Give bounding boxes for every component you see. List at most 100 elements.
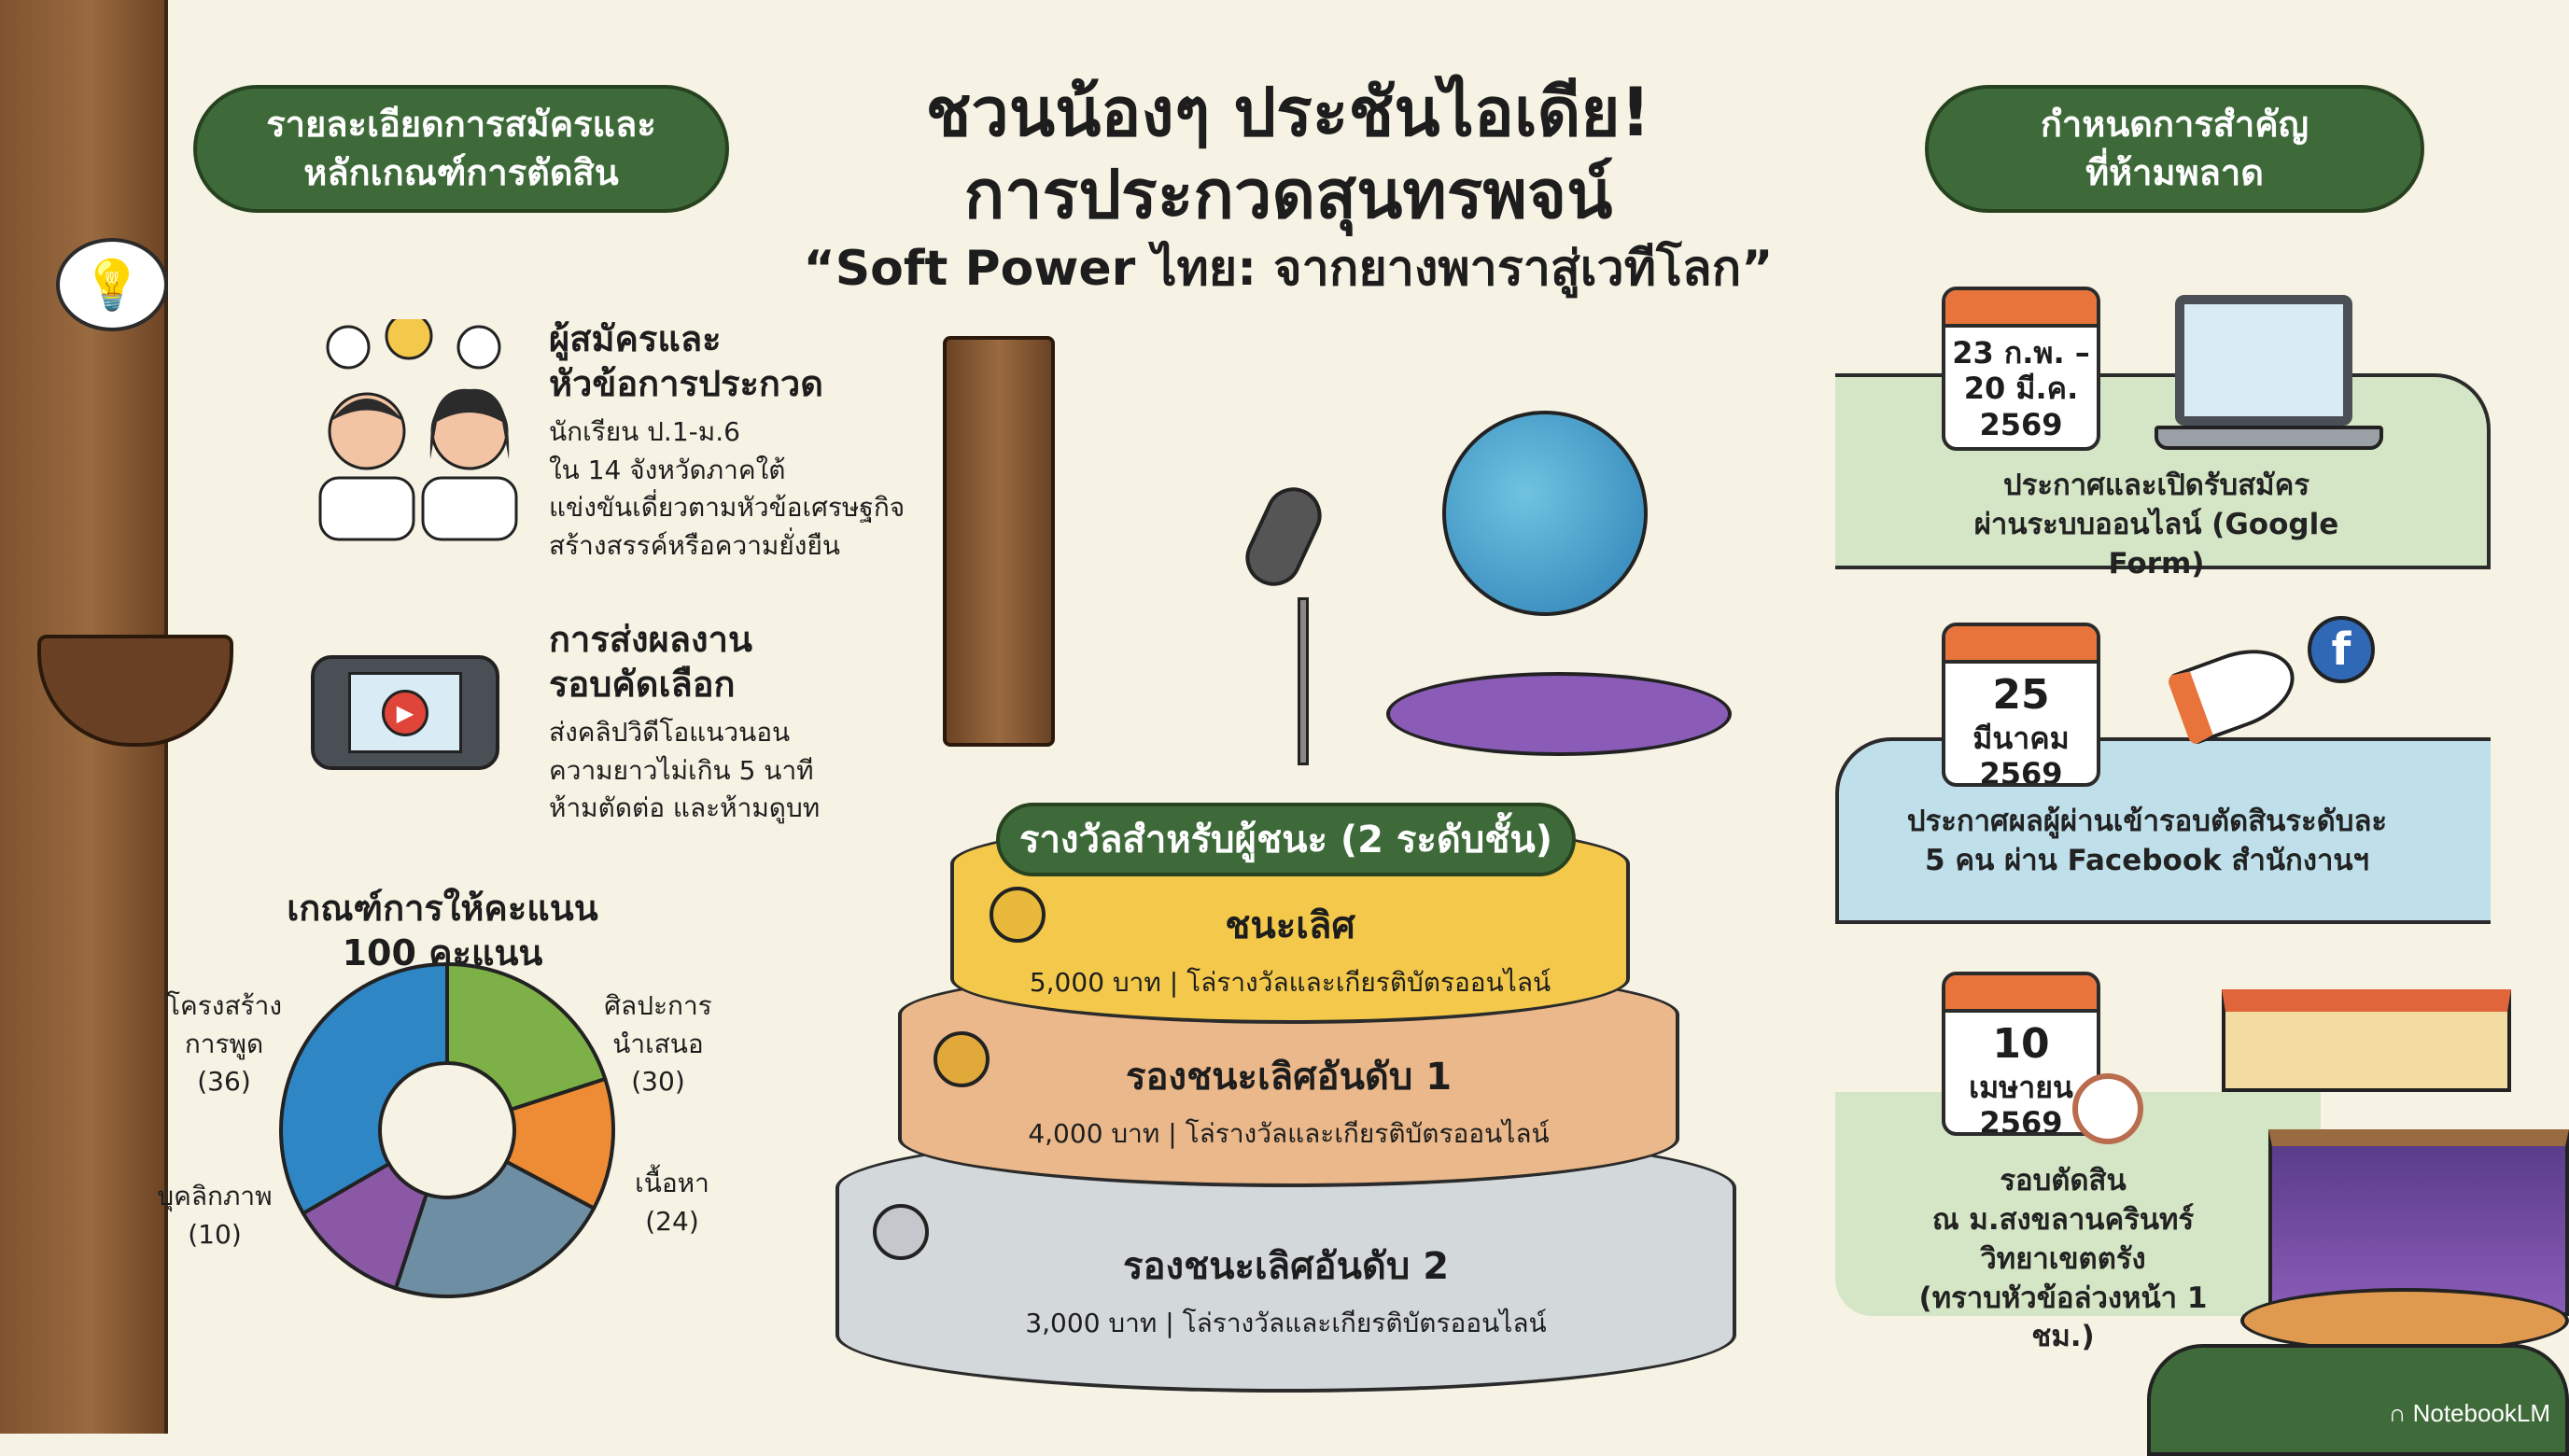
slice-value-number: 30 [641, 1066, 675, 1098]
watermark-text: NotebookLM [2412, 1399, 2550, 1427]
tier-detail: 4,000 บาท | โล่รางวัลและเกียรติบัตรออนไล… [1028, 1117, 1550, 1149]
heading-line: การส่งผลงาน [549, 619, 752, 660]
date-line: 2569 [1979, 1105, 2063, 1136]
prizes-header: รางวัลสำหรับผู้ชนะ (2 ระดับชั้น) [996, 803, 1576, 876]
clock-icon [2072, 1073, 2143, 1144]
header-line: กำหนดการสำคัญ [2040, 104, 2309, 146]
tier-detail: 3,000 บาท | โล่รางวัลและเกียรติบัตรออนไล… [1025, 1307, 1547, 1338]
stage-platform [2240, 1288, 2569, 1353]
applicants-heading: ผู้สมัครและหัวข้อการประกวด [549, 317, 905, 406]
detail-line: ความยาวไม่เกิน 5 นาที [549, 754, 814, 786]
date-line: 10 [1992, 1020, 2050, 1068]
donut-slice [445, 961, 608, 1113]
prize-tier-3: รองชนะเลิศอันดับ 2 3,000 บาท | โล่รางวัล… [835, 1130, 1736, 1393]
slice-label: การพูด [184, 1028, 264, 1059]
label-personality: บุคลิกภาพ (10) [140, 1178, 289, 1253]
laptop-form-icon [2175, 295, 2352, 426]
slice-value-number: 36 [207, 1066, 241, 1098]
event-3-description: รอบตัดสินณ ม.สงขลานครินทร์วิทยาเขตตรัง (ท… [1886, 1162, 2240, 1357]
medal-gold-icon [990, 887, 1046, 943]
detail-line: แข่งขันเดี่ยวตามหัวข้อเศรษฐกิจ [549, 492, 905, 524]
tier-name: ชนะเลิศ [1225, 904, 1355, 947]
date-line: 20 มี.ค. [1963, 371, 2079, 407]
heading-line: หัวข้อการประกวด [549, 362, 823, 404]
megaphone-icon [2166, 635, 2306, 747]
submission-details: ส่งคลิปวิดีโอแนวนอน ความยาวไม่เกิน 5 นาท… [549, 714, 820, 828]
purple-stage-icon [1386, 672, 1732, 756]
date-line: 2569 [1979, 406, 2063, 442]
microphone-icon [1236, 478, 1331, 595]
medal-silver-icon [873, 1204, 929, 1260]
slice-label: นำเสนอ [612, 1028, 704, 1059]
date-line: 23 ก.พ. – [1952, 335, 2090, 371]
play-icon: ▶ [382, 689, 428, 736]
date-line: 25 [1992, 671, 2050, 719]
date-line: เมษายน [1969, 1069, 2073, 1105]
header-line: ที่ห้ามพลาด [2085, 151, 2264, 193]
mic-stand-icon [1298, 597, 1309, 765]
calendar-icon-1: 23 ก.พ. –20 มี.ค.2569 [1942, 287, 2100, 451]
header-line: รายละเอียดการสมัครและ [266, 104, 656, 146]
slice-value-number: 10 [198, 1218, 232, 1250]
donut-slice [393, 1159, 597, 1298]
tier-name: รองชนะเลิศอันดับ 2 [1122, 1244, 1450, 1288]
heading-line: รอบคัดเลือก [549, 663, 736, 705]
lightbulb-thought-icon: 💡 [56, 238, 168, 331]
notebooklm-watermark: ∩ NotebookLM [2389, 1399, 2550, 1428]
tier-detail: 5,000 บาท | โล่รางวัลและเกียรติบัตรออนไล… [1029, 967, 1551, 998]
slice-label: เนื้อหา [635, 1168, 709, 1198]
applicants-details: นักเรียน ป.1-ม.6 ใน 14 จังหวัดภาคใต้ แข่… [549, 413, 905, 565]
label-content: เนื้อหา(24) [616, 1165, 728, 1240]
globe-network-icon [1442, 411, 1648, 616]
label-presentation: ศิลปะการนำเสนอ (30) [588, 987, 728, 1101]
detail-line: ส่งคลิปวิดีโอแนวนอน [549, 717, 791, 748]
main-title: ชวนน้องๆ ประชันไอเดีย! [925, 73, 1651, 151]
slice-value-number: 24 [655, 1205, 689, 1237]
desc-line: รอบตัดสิน [2000, 1164, 2127, 1197]
timeline-header: กำหนดการสำคัญ ที่ห้ามพลาด [1925, 85, 2424, 213]
detail-line: นักเรียน ป.1-ม.6 [549, 416, 740, 447]
date-line: มีนาคม [1972, 720, 2070, 756]
slice-label: ศิลปะการ [604, 990, 712, 1021]
slice-label: โครงสร้าง [165, 990, 282, 1021]
rubber-tree-illustration [943, 336, 1055, 747]
main-title-line2: การประกวดสุนทรพจน์ [963, 155, 1613, 233]
desc-line: 5 คน ผ่าน Facebook สำนักงานฯ [1925, 843, 2369, 877]
heading-line: ผู้สมัครและ [549, 318, 722, 359]
event-1-description: ประกาศและเปิดรับสมัครผ่านระบบออนไลน์ (Go… [1923, 467, 2390, 584]
students-icon [311, 312, 525, 541]
detail-line: ห้ามตัดต่อ และห้ามดูบท [549, 792, 821, 824]
desc-line: ประกาศผลผู้ผ่านเข้ารอบตัดสินระดับละ [1906, 805, 2388, 838]
detail-line: สร้างสรรค์หรือความยั่งยืน [549, 529, 840, 561]
university-building-icon [2222, 989, 2511, 1092]
slice-value: (30) [631, 1066, 685, 1098]
scoring-donut-chart [279, 961, 615, 1298]
tier-name: รองชนะเลิศอันดับ 1 [1125, 1055, 1453, 1099]
medal-bronze-icon [934, 1031, 990, 1087]
left-section-header: รายละเอียดการสมัครและ หลักเกณฑ์การตัดสิน [193, 85, 729, 213]
main-subtitle: “Soft Power ไทย: จากยางพาราสู่เวทีโลก” [803, 241, 1774, 297]
desc-line: ณ ม.สงขลานครินทร์ [1931, 1202, 2195, 1237]
applicants-block: ผู้สมัครและหัวข้อการประกวด นักเรียน ป.1-… [549, 317, 905, 565]
detail-line: ใน 14 จังหวัดภาคใต้ [549, 454, 786, 485]
header-line: หลักเกณฑ์การตัดสิน [303, 151, 619, 193]
facebook-icon: f [2308, 616, 2375, 683]
notebooklm-logo-icon: ∩ [2388, 1399, 2413, 1427]
desc-line: วิทยาเขตตรัง [1980, 1241, 2146, 1276]
desc-line: ผ่านระบบออนไลน์ (Google Form) [1973, 507, 2339, 581]
chart-title: เกณฑ์การให้คะแนน [287, 888, 598, 929]
submission-block: การส่งผลงานรอบคัดเลือก ส่งคลิปวิดีโอแนวน… [549, 618, 820, 828]
desc-line: ประกาศและเปิดรับสมัคร [2003, 469, 2309, 502]
video-phone-icon: ▶ [311, 655, 499, 770]
slice-value: (36) [197, 1066, 251, 1098]
submission-heading: การส่งผลงานรอบคัดเลือก [549, 618, 820, 707]
slice-value: (10) [188, 1218, 242, 1250]
stage-icon [2268, 1129, 2569, 1316]
event-2-description: ประกาศผลผู้ผ่านเข้ารอบตัดสินระดับละ 5 คน … [1858, 803, 2436, 881]
donut-slice [279, 961, 449, 1216]
laptop-base [2155, 426, 2383, 450]
scoring-title: เกณฑ์การให้คะแนน 100 คะแนน [256, 887, 629, 975]
slice-label: บุคลิกภาพ [157, 1181, 273, 1211]
desc-line: (ทราบหัวข้อล่วงหน้า 1 ชม.) [1918, 1281, 2208, 1354]
